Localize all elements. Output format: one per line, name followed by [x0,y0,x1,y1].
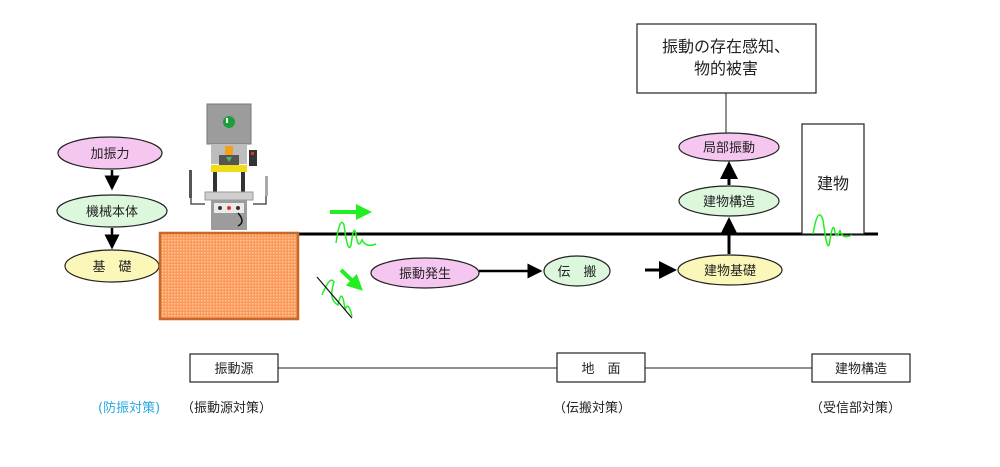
green-arrow-diagonal-icon [339,268,363,291]
measure-receiver: （受信部対策） [810,400,901,416]
node-propagation-label: 伝 搬 [557,265,596,280]
left-flow: 加振力 機械本体 基 礎 [56,136,168,283]
node-foundation-label: 基 礎 [92,260,131,275]
node-excitation-force-label: 加振力 [90,147,129,162]
node-building-structure-label: 建物構造 [703,195,755,210]
building-label: 建物 [817,174,849,193]
box-ground [556,352,646,383]
box-vibration-source [189,353,279,383]
press-machine-illustration [189,103,268,230]
node-local-vibration-label: 局部振動 [703,141,755,156]
node-vibration-generation [370,257,480,289]
node-propagation [543,255,611,287]
building-box [801,123,865,235]
node-building-foundation [677,254,783,286]
machine-foundation-block [158,231,300,321]
building-wave-icon [812,214,853,247]
effect-text-line1: 振動の存在感知、 [662,37,790,56]
box-building-structure-label: 建物構造 [835,362,887,377]
surface-wave-icon [335,221,377,249]
category-label: (防振対策) [98,400,160,416]
node-building-structure [678,185,780,217]
node-local-vibration [678,132,780,162]
node-building-foundation-label: 建物基礎 [704,264,756,279]
main-flow: 振動発生 伝 搬 建物基礎 建物構造 局部振動 [370,93,783,289]
node-excitation-force [57,136,163,170]
measure-propagation: （伝搬対策） [553,400,631,416]
box-ground-label: 地 面 [581,362,620,377]
body-wave-icon [321,279,353,317]
power-button-icon [223,116,235,128]
countermeasures: 振動源 地 面 建物構造 (防振対策) （振動源対策） （伝搬対策） （受信部対… [98,352,911,416]
effect-box [636,23,817,94]
node-machine-body [56,194,168,228]
blocked-wave-strike-icon [316,276,353,319]
measure-source: （振動源対策） [181,400,272,416]
box-building-structure [811,353,911,383]
node-machine-body-label: 機械本体 [86,205,138,220]
effect-text-line2: 物的被害 [694,59,758,78]
node-vibration-generation-label: 振動発生 [399,267,451,282]
wave-propagation [316,204,377,319]
box-vibration-source-label: 振動源 [214,362,253,377]
